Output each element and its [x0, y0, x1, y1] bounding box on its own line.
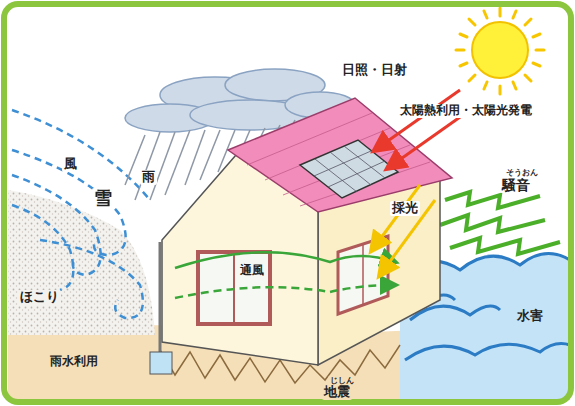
furigana: そうおん	[504, 168, 540, 177]
rain-label: 雨	[140, 170, 157, 185]
sunlight-label: 日照・日射	[340, 63, 409, 78]
dust-label: ほこり	[18, 290, 61, 305]
flood-label: 水害	[515, 309, 545, 324]
wind-label: 風	[62, 157, 79, 172]
earthquake-label: 地震	[322, 385, 352, 400]
ventilation-label: 通風	[238, 264, 266, 278]
snow-label: 雪	[92, 188, 114, 209]
daylight-label: 採光	[390, 201, 420, 216]
rainwater-label: 雨水利用	[48, 355, 100, 369]
noise-label: 騒音	[500, 177, 532, 193]
solar-use-label: 太陽熱利用・太陽光発電	[398, 104, 534, 118]
furigana: じしん	[328, 376, 356, 385]
